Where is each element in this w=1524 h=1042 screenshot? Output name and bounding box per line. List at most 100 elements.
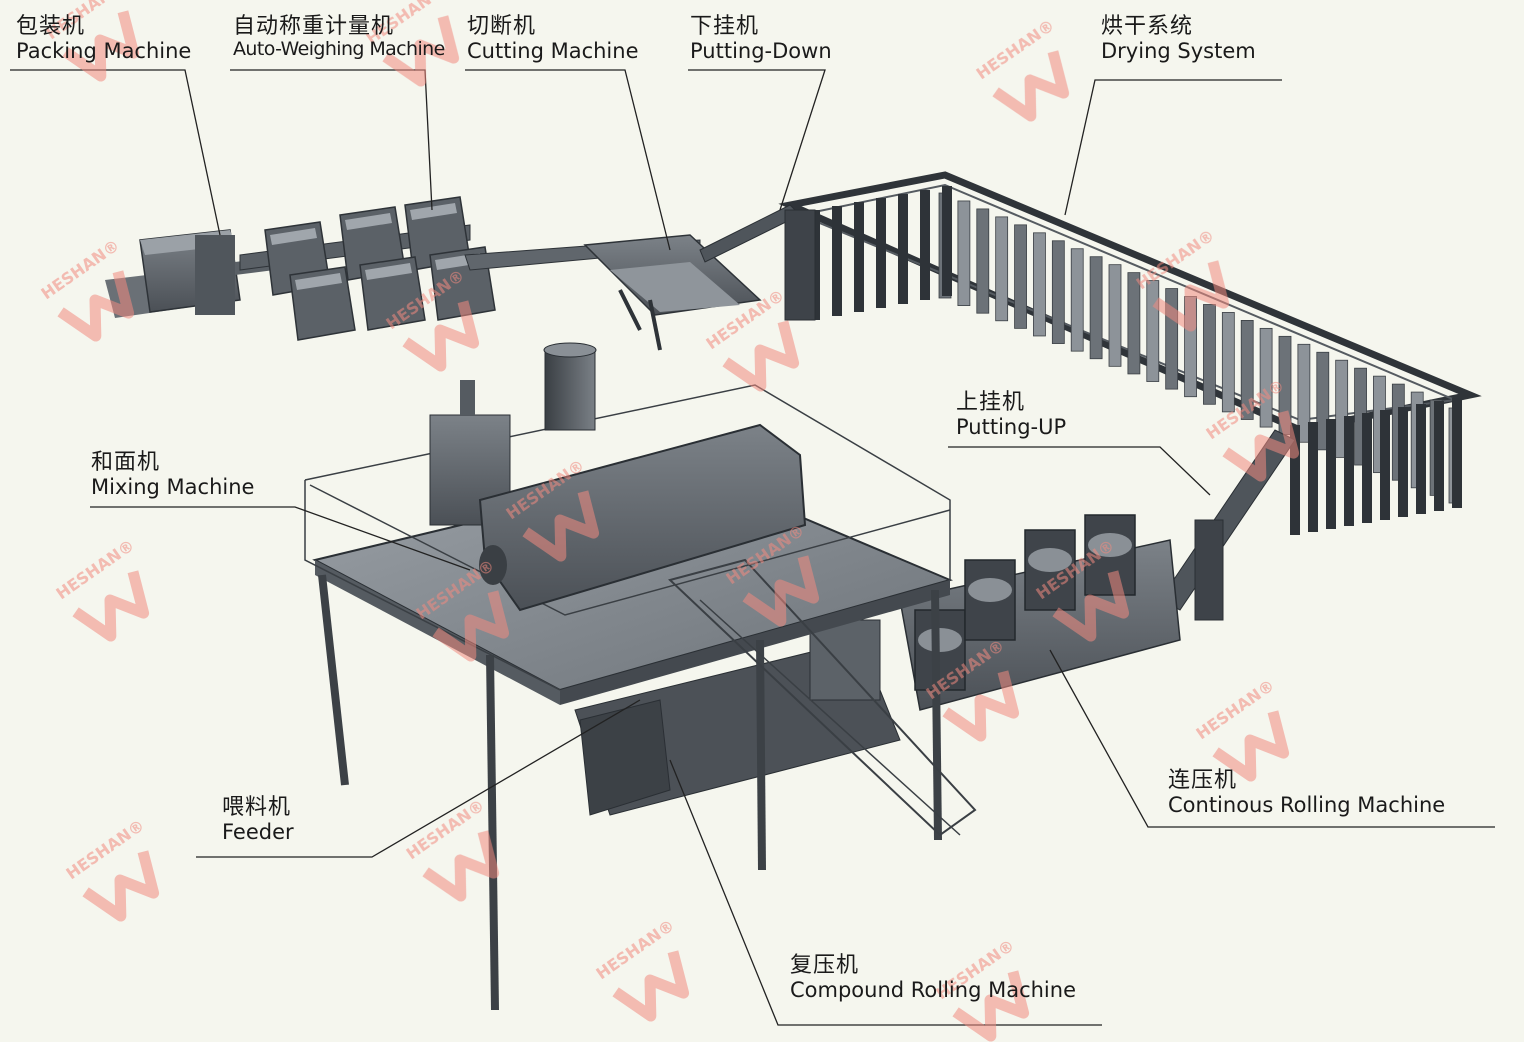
drying-panel	[1203, 304, 1216, 405]
drying-panel	[1316, 351, 1330, 451]
label-putting-up-en: Putting-UP	[956, 415, 1067, 440]
drying-panel	[1434, 401, 1444, 511]
drying-panel	[832, 206, 842, 316]
watermark-mark: HESHAN®	[403, 796, 500, 902]
drying-panel	[1344, 416, 1354, 526]
label-drying-system: 烘干系统 Drying System	[1101, 14, 1256, 63]
label-cutting-machine: 切断机 Cutting Machine	[467, 14, 639, 63]
drying-panel	[1051, 240, 1065, 344]
weighing-unit-top	[270, 228, 317, 245]
watermark-mark: HESHAN®	[593, 916, 690, 1022]
watermark-logo	[402, 300, 480, 372]
watermark-text: HESHAN®	[63, 816, 148, 884]
label-cutting-en: Cutting Machine	[467, 39, 639, 64]
cutting-machine	[464, 234, 762, 351]
drying-panel	[854, 202, 864, 312]
watermark-mark: HESHAN®	[973, 16, 1070, 122]
watermark-logo	[422, 830, 500, 902]
watermark-logo	[522, 490, 600, 562]
label-putting-up: 上挂机 Putting-UP	[956, 390, 1066, 439]
watermark-mark: HESHAN®	[63, 816, 160, 922]
drying-panel	[1259, 327, 1273, 428]
drying-panel	[1240, 320, 1254, 420]
label-putting-down-en: Putting-Down	[690, 39, 832, 64]
continuous-rolling-machine	[899, 514, 1181, 711]
packing-machine	[105, 229, 290, 318]
label-drying-en: Drying System	[1101, 39, 1256, 64]
label-packing-en: Packing Machine	[16, 39, 192, 64]
drying-panel	[942, 186, 952, 296]
putting-down-conveyor	[699, 204, 816, 321]
drying-panel	[1308, 422, 1318, 532]
watermark-logo	[992, 50, 1070, 122]
drying-panel	[1089, 256, 1103, 360]
label-feeder-en: Feeder	[222, 820, 294, 845]
watermark-logo	[72, 570, 150, 642]
drying-panel	[1380, 410, 1390, 520]
watermark-logo	[1222, 410, 1300, 482]
label-compound-zh: 复压机	[790, 953, 860, 978]
drying-panel	[1146, 280, 1160, 382]
watermark-text: HESHAN®	[403, 796, 488, 864]
drying-panel	[1127, 272, 1141, 375]
label-drying-zh: 烘干系统	[1101, 14, 1194, 39]
drying-panel	[1362, 413, 1372, 523]
watermark-mark: HESHAN®	[53, 536, 150, 642]
label-compound-en: Compound Rolling Machine	[790, 978, 1076, 1003]
watermark-logo	[432, 590, 510, 662]
label-compound-rolling-machine: 复压机 Compound Rolling Machine	[790, 953, 1076, 1002]
drying-panel	[957, 200, 971, 306]
label-packing-zh: 包装机	[16, 14, 86, 39]
roller	[1088, 533, 1132, 557]
drying-panel	[1416, 404, 1426, 514]
watermark-logo	[612, 950, 690, 1022]
label-weighing-zh: 自动称重计量机	[233, 14, 395, 39]
label-putting-down-zh: 下挂机	[690, 14, 760, 39]
roller	[968, 578, 1012, 602]
drying-panel	[920, 190, 930, 300]
watermark-text: HESHAN®	[1193, 676, 1278, 744]
drying-panel	[976, 208, 990, 314]
watermark-logo	[1052, 570, 1130, 642]
watermark-text: HESHAN®	[593, 916, 678, 984]
drying-panel	[1297, 343, 1311, 443]
watermark-text: HESHAN®	[53, 536, 138, 604]
watermark-logo	[82, 850, 160, 922]
watermark-logo	[1152, 260, 1230, 332]
label-putting-up-zh: 上挂机	[956, 390, 1026, 415]
label-feeder: 喂料机 Feeder	[222, 795, 294, 844]
roller	[1028, 548, 1072, 572]
watermark-text: HESHAN®	[973, 16, 1058, 84]
drying-panel	[1033, 232, 1046, 337]
drying-panel	[1070, 248, 1084, 352]
weighing-unit-top	[345, 213, 392, 230]
drying-system	[778, 171, 1482, 535]
watermark-logo	[382, 15, 460, 87]
watermark-logo	[57, 270, 135, 342]
label-feeder-zh: 喂料机	[222, 795, 292, 820]
weighing-unit-top	[365, 263, 412, 280]
label-cutting-zh: 切断机	[467, 14, 537, 39]
label-mixing-machine: 和面机 Mixing Machine	[91, 450, 254, 499]
watermark-logo	[1212, 710, 1290, 782]
drying-panel	[1221, 312, 1235, 413]
drying-panel	[1326, 419, 1336, 529]
label-packing-machine: 包装机 Packing Machine	[16, 14, 191, 63]
watermark-logo	[942, 670, 1020, 742]
label-mixing-en: Mixing Machine	[91, 475, 255, 500]
watermark-logo	[952, 970, 1030, 1042]
weighing-unit-top	[410, 203, 457, 220]
drying-panel	[876, 198, 886, 308]
label-continuous-en: Continous Rolling Machine	[1168, 793, 1446, 818]
label-weighing-en: Auto-Weighing Machine	[233, 38, 445, 61]
drying-panel	[1452, 398, 1462, 508]
drying-panel	[898, 194, 908, 304]
label-putting-down: 下挂机 Putting-Down	[690, 14, 832, 63]
watermark-logo	[742, 555, 820, 627]
watermark-logo	[722, 320, 800, 392]
drying-panel	[1108, 264, 1122, 367]
label-continuous-zh: 连压机	[1168, 768, 1238, 793]
drying-panel	[995, 216, 1009, 322]
